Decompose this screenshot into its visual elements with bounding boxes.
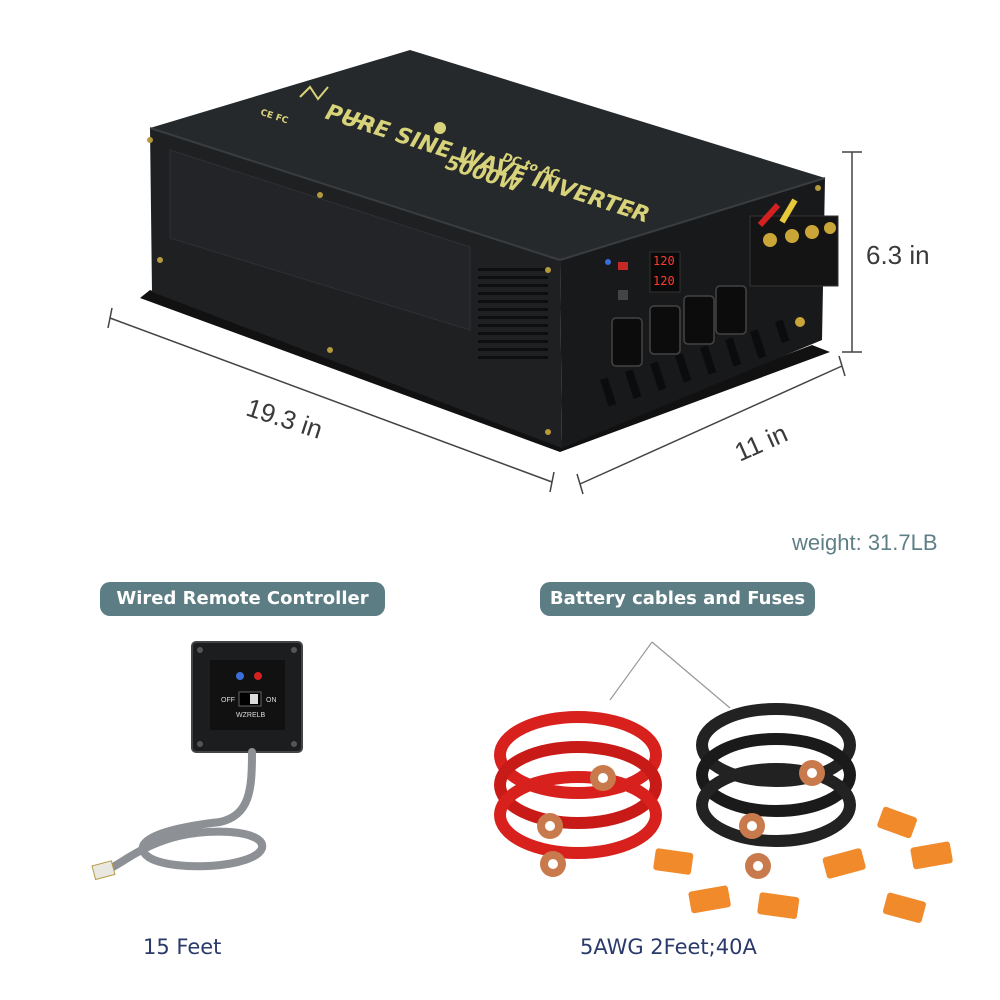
inverter-top-face (150, 50, 825, 260)
height-label: 6.3 in (866, 240, 930, 270)
remote-label-pill: Wired Remote Controller (100, 582, 385, 616)
side-vent-grille (478, 268, 548, 359)
cables-caption: 5AWG 2Feet;40A (580, 935, 757, 959)
dc-terminal-block (749, 198, 839, 327)
remote-controller-image (91, 641, 303, 881)
dimension-lines (107, 151, 862, 495)
remote-caption: 15 Feet (143, 935, 222, 959)
top-face-graphics (299, 85, 446, 134)
cables-label-pill: Battery cables and Fuses (540, 582, 815, 616)
inverter-base-plate (140, 290, 830, 452)
weight-label: weight: 31.7LB (792, 530, 938, 555)
remote-brand: WZRELB (236, 712, 266, 719)
display-bottom: 120 (653, 274, 675, 288)
remote-switch-off: OFF (221, 697, 235, 704)
end-panel-vents (600, 319, 790, 407)
remote-switch-on: ON (266, 697, 277, 704)
fuses-image (653, 806, 953, 923)
display-top: 120 (653, 254, 675, 268)
ac-outlets (611, 285, 747, 367)
battery-cables-image (494, 641, 856, 879)
